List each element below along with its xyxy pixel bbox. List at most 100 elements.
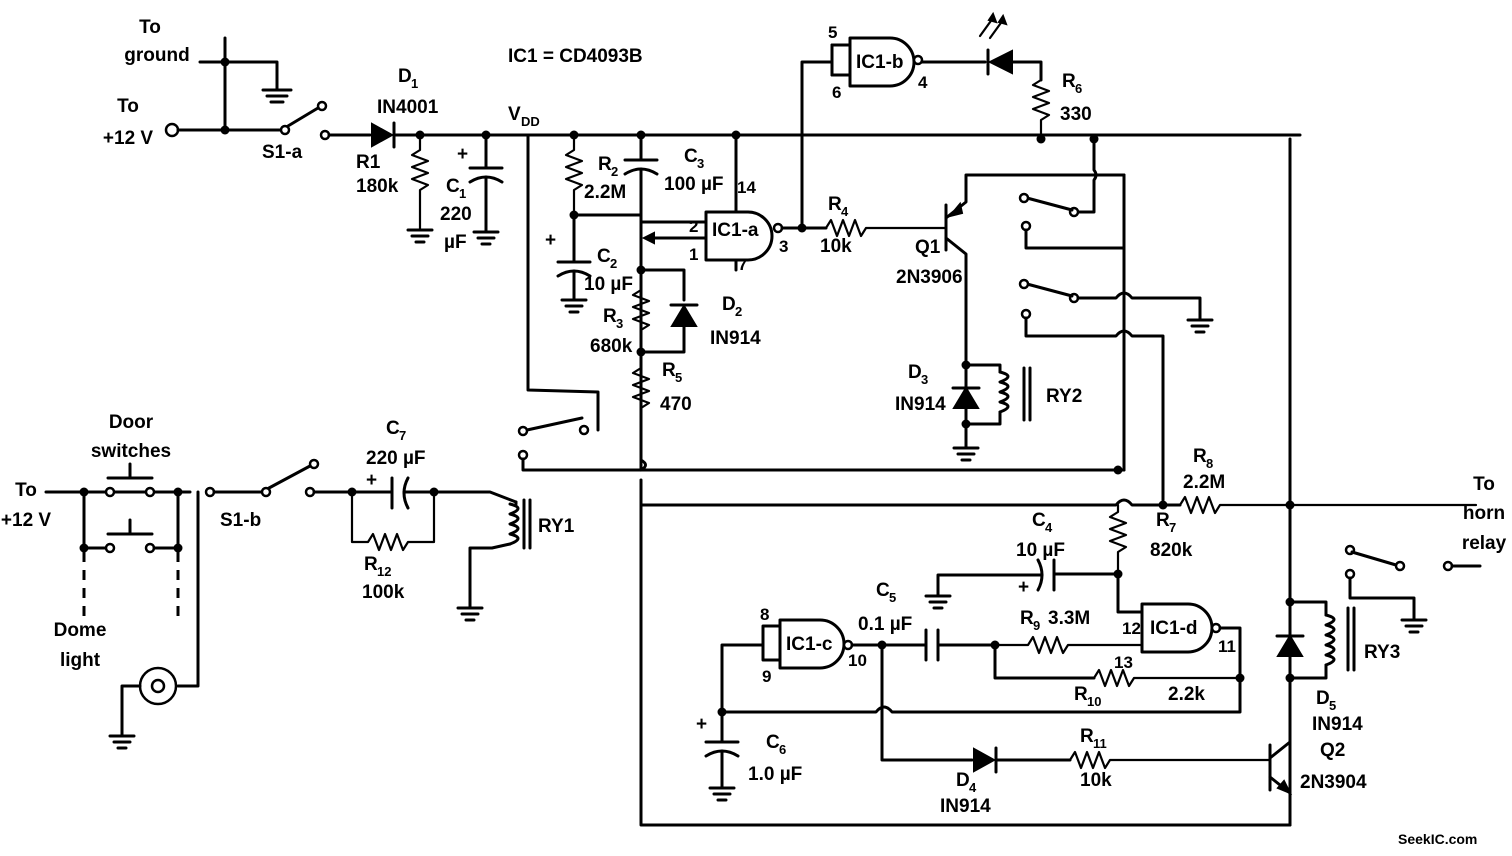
ic1d-pin13: 13 bbox=[1114, 653, 1133, 672]
r3-ref: R bbox=[603, 306, 617, 327]
d4-value: IN914 bbox=[940, 796, 991, 817]
resistor-r5 bbox=[631, 350, 651, 410]
capacitor-c1: + bbox=[457, 133, 504, 246]
door-switch-lower-right bbox=[152, 490, 180, 550]
ic1d-pin12: 12 bbox=[1122, 619, 1141, 638]
to-ground-label-2: ground bbox=[124, 45, 189, 66]
s1b-label: S1-b bbox=[220, 510, 261, 531]
c1-ref: C bbox=[446, 176, 460, 197]
resistor-r8 bbox=[1178, 495, 1478, 515]
top-input-section: To ground To +12 V S1-a D 1 IN4001 bbox=[103, 17, 1302, 253]
gate-ic1a bbox=[704, 133, 784, 272]
c7-ref-sub: 7 bbox=[399, 428, 406, 443]
relay-coil-ry3 bbox=[1288, 600, 1356, 680]
diode-d1 bbox=[371, 121, 396, 149]
r6-value: 330 bbox=[1060, 104, 1092, 125]
r11-value: 10k bbox=[1080, 770, 1112, 791]
resistor-r2 bbox=[564, 133, 584, 217]
ry3-contacts bbox=[1344, 544, 1482, 634]
ic1c-pin8: 8 bbox=[760, 605, 769, 624]
d2-ref-sub: 2 bbox=[735, 304, 742, 319]
resistor-r3 bbox=[631, 273, 651, 354]
capacitor-c4: + bbox=[924, 558, 1120, 610]
to-12v-bottom-label-2: +12 V bbox=[1, 510, 52, 531]
c1-ref-sub: 1 bbox=[459, 186, 466, 201]
r3-value: 680k bbox=[590, 336, 633, 357]
ic1a-pin7: 7 bbox=[738, 255, 747, 274]
led-indicator bbox=[978, 11, 1013, 76]
ic1b-pin4: 4 bbox=[918, 73, 928, 92]
d4-ref-sub: 4 bbox=[969, 780, 977, 795]
c1-unit: µF bbox=[444, 232, 467, 253]
c7-value: 220 µF bbox=[366, 448, 426, 469]
relay-contact-return bbox=[521, 457, 638, 472]
r8-ref-sub: 8 bbox=[1206, 456, 1213, 471]
to-12v-bottom-label-1: To bbox=[15, 480, 37, 501]
d2-value: IN914 bbox=[710, 328, 761, 349]
diode-d4 bbox=[973, 746, 998, 774]
d2-wire-top bbox=[639, 268, 686, 302]
gate-ic1c bbox=[761, 618, 854, 670]
c4-ref-sub: 4 bbox=[1045, 520, 1053, 535]
r7-ref-sub: 7 bbox=[1169, 520, 1176, 535]
c3-ref: C bbox=[684, 146, 698, 167]
d1-ref-sub: 1 bbox=[411, 76, 418, 91]
c2-ref: C bbox=[597, 246, 611, 267]
diode-d3 bbox=[951, 363, 981, 426]
r2-ref: R bbox=[598, 154, 612, 175]
ic1c-pin10: 10 bbox=[848, 651, 867, 670]
ground-q1 bbox=[952, 422, 980, 462]
c3-value: 100 µF bbox=[664, 174, 724, 195]
c3-ref-sub: 3 bbox=[697, 156, 704, 171]
dome-light-wire bbox=[176, 490, 200, 688]
door-switch-section: To +12 V Door switches Dome light bbox=[1, 412, 575, 750]
c1-value: 220 bbox=[440, 204, 472, 225]
c2-value: 10 µF bbox=[584, 274, 633, 295]
relay-coil-ry1 bbox=[456, 498, 532, 622]
r5-ref: R bbox=[662, 360, 676, 381]
door-switches-label-1: Door bbox=[109, 412, 154, 433]
svg-text:+: + bbox=[457, 144, 468, 165]
r5-value: 470 bbox=[660, 394, 692, 415]
r10-ref: R bbox=[1074, 684, 1088, 705]
resistor-r11 bbox=[1068, 750, 1272, 770]
resistor-r1 bbox=[406, 133, 434, 244]
ic1a-pin3: 3 bbox=[779, 237, 788, 256]
c5-value: 0.1 µF bbox=[858, 614, 912, 635]
diode-d2 bbox=[639, 303, 699, 354]
d3-ref: D bbox=[908, 362, 922, 383]
r4-value: 10k bbox=[820, 236, 852, 257]
r8-ref: R bbox=[1193, 446, 1207, 467]
r3-ref-sub: 3 bbox=[616, 316, 623, 331]
c4-value: 10 µF bbox=[1016, 540, 1065, 561]
ic1b-label: IC1-b bbox=[856, 52, 904, 73]
c7-ref: C bbox=[386, 418, 400, 439]
ground-wire bbox=[198, 60, 279, 92]
gate-ic1b bbox=[830, 36, 924, 88]
diode-d5 bbox=[1275, 503, 1305, 792]
r11-ref-sub: 11 bbox=[1093, 736, 1107, 751]
r2-value: 2.2M bbox=[584, 182, 626, 203]
svg-text:+: + bbox=[545, 230, 556, 251]
to-ground-label-1: To bbox=[139, 17, 161, 38]
s1a-label: S1-a bbox=[262, 142, 303, 163]
c5-ref-sub: 5 bbox=[889, 590, 896, 605]
ic1c-input-wire bbox=[720, 643, 765, 714]
horn-label-1: To bbox=[1473, 474, 1495, 495]
d4-ref: D bbox=[956, 770, 970, 791]
switch-s1a bbox=[279, 100, 331, 141]
ic1c-label: IC1-c bbox=[786, 634, 833, 655]
ic1a-pin2: 2 bbox=[689, 217, 698, 236]
door-switch-1 bbox=[104, 462, 156, 498]
ic1d-label: IC1-d bbox=[1150, 618, 1198, 639]
lower-bus bbox=[639, 498, 1182, 507]
svg-text:+: + bbox=[1018, 577, 1029, 598]
to-12v-label-2: +12 V bbox=[103, 128, 154, 149]
q1-value: 2N3906 bbox=[896, 267, 963, 288]
ic1d-pin11: 11 bbox=[1218, 637, 1236, 656]
c5-ref: C bbox=[876, 580, 890, 601]
r4-ref-sub: 4 bbox=[841, 204, 849, 219]
r9-ref: R bbox=[1020, 608, 1034, 629]
r10-value: 2.2k bbox=[1168, 684, 1205, 705]
c4-ref: C bbox=[1032, 510, 1046, 531]
